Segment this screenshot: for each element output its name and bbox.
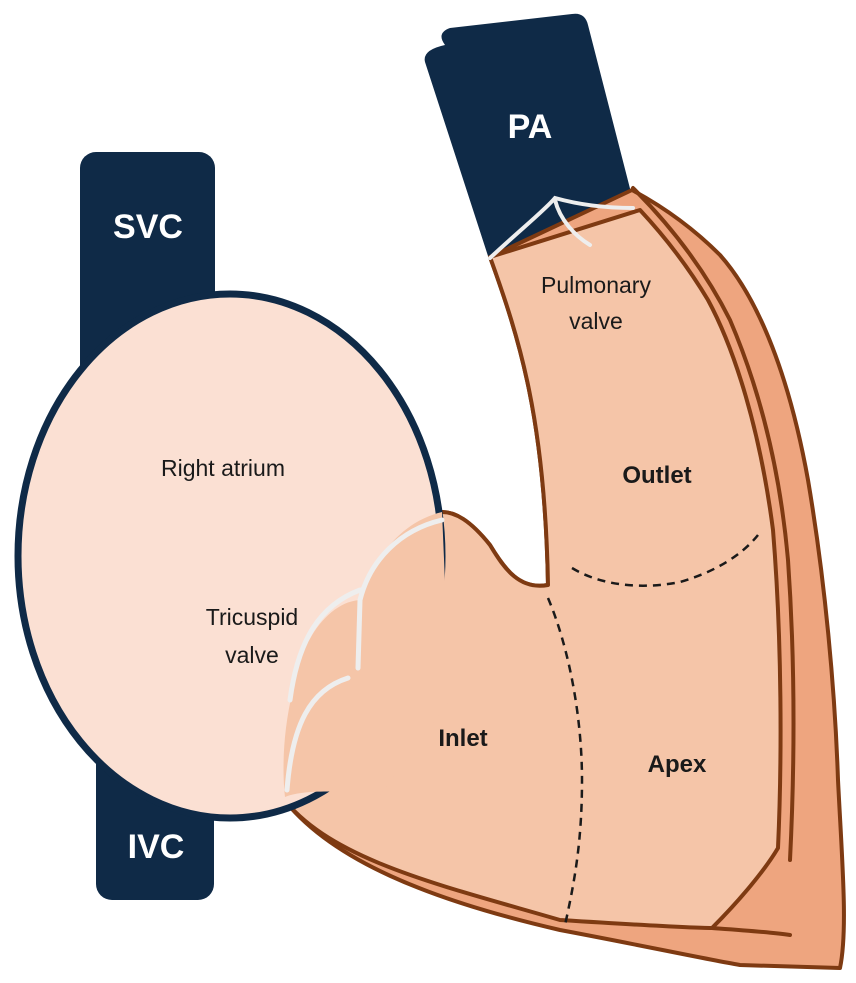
right-atrium-label: Right atrium xyxy=(161,455,285,481)
apex-label: Apex xyxy=(648,751,707,778)
svc-label: SVC xyxy=(113,208,183,246)
pulmonary-valve-label-line2: valve xyxy=(569,308,623,334)
tricuspid-valve-label-line1: Tricuspid xyxy=(206,604,298,630)
outlet-label: Outlet xyxy=(622,462,691,489)
tricuspid-valve-label-line2: valve xyxy=(225,642,279,668)
pulmonary-valve-label-line1: Pulmonary xyxy=(541,272,651,298)
pa-label: PA xyxy=(508,108,553,146)
ivc-label: IVC xyxy=(128,828,185,866)
inlet-label: Inlet xyxy=(438,725,487,752)
